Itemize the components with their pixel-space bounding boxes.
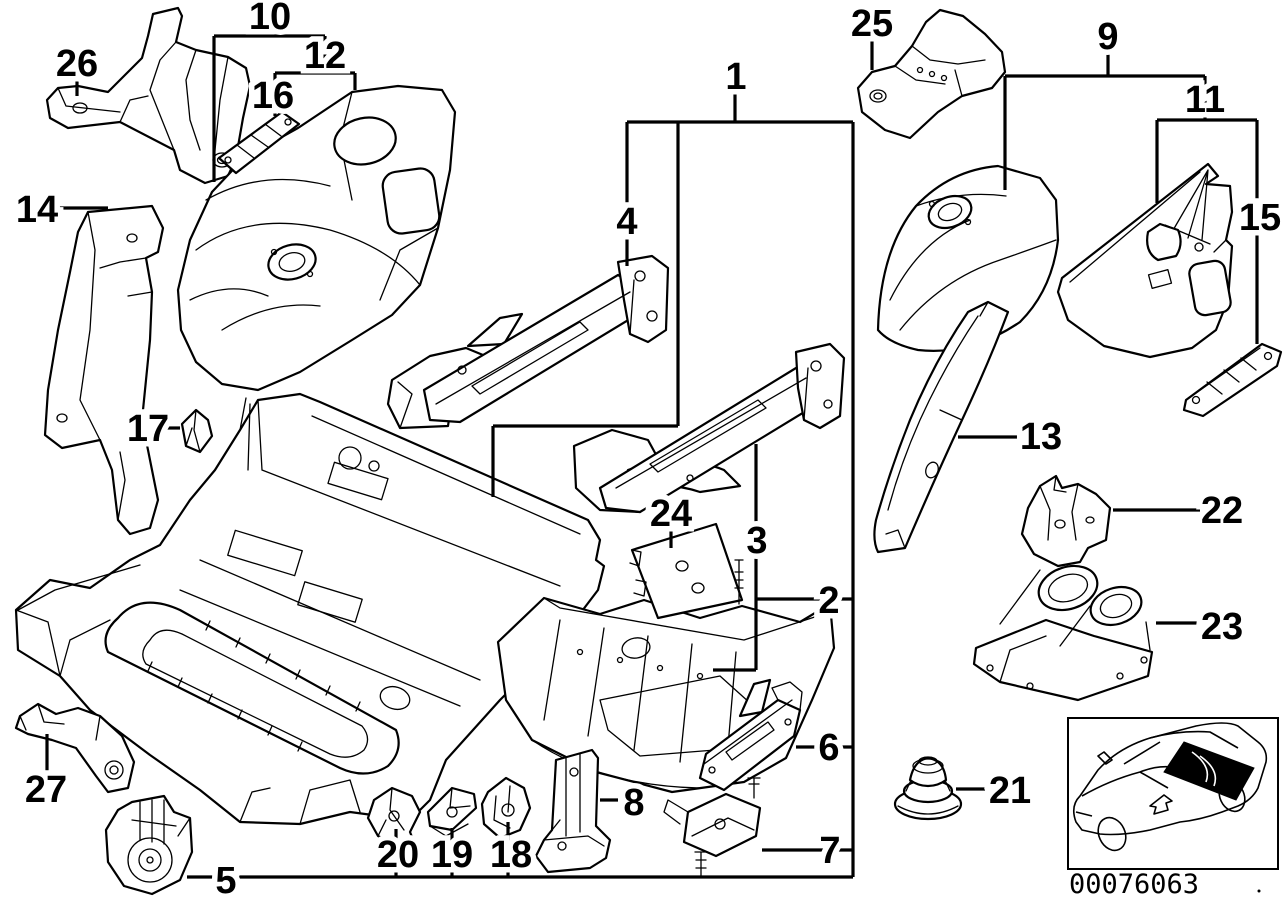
part-label-18[interactable]: 18 (484, 829, 537, 882)
callout-lines (45, 30, 1259, 879)
callout-18-19-20-ticks (394, 822, 510, 877)
part-23-drawing (972, 564, 1154, 702)
callout-1-bracket (187, 92, 855, 879)
part-16-drawing (217, 110, 301, 175)
part-label-1[interactable]: 1 (720, 51, 752, 104)
drawing-number: 00076063 (1069, 869, 1199, 900)
part-27-drawing (14, 702, 136, 794)
part-label-25[interactable]: 25 (845, 0, 898, 51)
part-label-21[interactable]: 21 (983, 765, 1036, 818)
part-9-drawing (876, 164, 1060, 352)
part-label-14[interactable]: 14 (10, 184, 63, 237)
part-label-9[interactable]: 9 (1092, 11, 1124, 64)
part-15-drawing (1182, 342, 1283, 418)
part-label-10[interactable]: 10 (243, 0, 296, 44)
highlight-hatch-lines (1191, 751, 1217, 787)
part-label-12[interactable]: 12 (298, 30, 351, 83)
part-label-24[interactable]: 24 (644, 488, 697, 541)
part-label-27[interactable]: 27 (19, 764, 72, 817)
part-label-8[interactable]: 8 (618, 777, 650, 830)
part-label-23[interactable]: 23 (1195, 601, 1248, 654)
part-label-4[interactable]: 4 (611, 196, 643, 249)
part-14-drawing (43, 204, 165, 536)
part-label-19[interactable]: 19 (425, 829, 478, 882)
part-label-13[interactable]: 13 (1014, 411, 1067, 464)
inset-border (1067, 717, 1279, 870)
part-11-drawing (1056, 162, 1234, 359)
part-24-drawing (629, 522, 744, 620)
part-label-15[interactable]: 15 (1233, 192, 1286, 245)
part-label-26[interactable]: 26 (50, 38, 103, 91)
part-22-drawing (1020, 474, 1112, 568)
part-21-drawing (893, 756, 963, 821)
callout-2-3-lines (713, 444, 853, 672)
part-8-drawing (534, 748, 612, 874)
part-18-drawing (480, 776, 532, 840)
callout-9-11-15-bracket (1003, 52, 1259, 344)
part-label-22[interactable]: 22 (1195, 485, 1248, 538)
part-label-6[interactable]: 6 (813, 722, 845, 775)
page-dot (1257, 889, 1261, 893)
part-17-drawing (180, 408, 214, 454)
part-20-drawing (366, 786, 422, 847)
part-1-floor-panel-drawing (14, 392, 606, 826)
part-label-3[interactable]: 3 (741, 515, 773, 568)
part-25-drawing (856, 8, 1007, 140)
part-4-drawing (386, 254, 670, 430)
part-19-drawing (426, 786, 478, 837)
part-label-20[interactable]: 20 (371, 829, 424, 882)
part-label-5[interactable]: 5 (210, 855, 242, 908)
part-26-drawing (45, 6, 252, 185)
part-label-11[interactable]: 11 (1179, 74, 1230, 127)
part-label-16[interactable]: 16 (246, 70, 299, 123)
part-2-drawing (496, 596, 836, 794)
callout-10-12-16-bracket (212, 30, 357, 182)
part-3-drawing (572, 342, 846, 514)
part-label-17[interactable]: 17 (121, 403, 174, 456)
highlighted-rear-floor-area (1163, 741, 1255, 801)
car-outline (1072, 722, 1268, 852)
part-label-2[interactable]: 2 (813, 575, 845, 628)
part-13-drawing (873, 300, 1010, 554)
part-label-7[interactable]: 7 (814, 825, 846, 878)
part-6-drawing (698, 678, 803, 792)
part-7-drawing (663, 777, 762, 877)
part-5-drawing (104, 794, 194, 896)
car-location-inset (1067, 717, 1279, 893)
